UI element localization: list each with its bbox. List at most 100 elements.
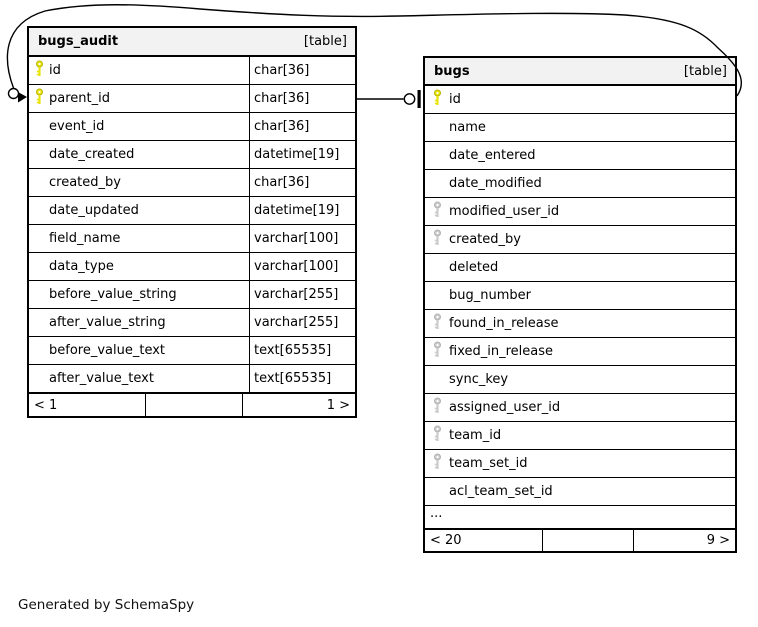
column-name-cell: event_id xyxy=(29,113,249,140)
column-type: varchar[255] xyxy=(249,281,355,308)
key-icon-slot xyxy=(29,88,49,109)
foreign-key-icon xyxy=(433,397,442,418)
table-header[interactable]: bugs [table] xyxy=(425,58,735,86)
column-row: sync_key xyxy=(425,366,735,394)
column-name: team_set_id xyxy=(449,456,528,471)
column-row: modified_user_id xyxy=(425,198,735,226)
entity-bugs[interactable]: bugs [table] id name date_entered date_modi… xyxy=(423,56,737,553)
column-row: field_name varchar[100] xyxy=(29,225,355,253)
column-name: found_in_release xyxy=(449,316,559,331)
column-name-cell: created_by xyxy=(425,226,735,253)
column-name: field_name xyxy=(49,231,121,246)
column-name: data_type xyxy=(49,259,114,274)
column-name: event_id xyxy=(49,119,105,134)
arrowhead-icon xyxy=(18,92,27,103)
column-row: date_updated datetime[19] xyxy=(29,197,355,225)
column-row: found_in_release xyxy=(425,310,735,338)
column-name-cell: modified_user_id xyxy=(425,198,735,225)
column-name-cell: fixed_in_release xyxy=(425,338,735,365)
column-row: date_modified xyxy=(425,170,735,198)
column-name: created_by xyxy=(449,232,521,247)
column-type: char[36] xyxy=(249,169,355,196)
column-row: created_by char[36] xyxy=(29,169,355,197)
primary-key-icon xyxy=(35,60,44,81)
column-name: date_modified xyxy=(449,176,542,191)
footer-children-count: 9 > xyxy=(633,530,735,551)
key-icon-slot xyxy=(29,60,49,81)
column-name: date_updated xyxy=(49,203,139,218)
column-name: bug_number xyxy=(449,288,531,303)
key-icon-slot xyxy=(425,453,449,474)
column-name-cell: date_entered xyxy=(425,142,735,169)
footer-parents-count: < 20 xyxy=(430,533,462,548)
column-name-cell: date_modified xyxy=(425,170,735,197)
footer-spacer xyxy=(542,530,633,551)
column-name: date_created xyxy=(49,147,135,162)
column-name-cell: assigned_user_id xyxy=(425,394,735,421)
column-row: acl_team_set_id xyxy=(425,478,735,506)
primary-key-icon xyxy=(433,89,442,110)
column-name-cell: name xyxy=(425,114,735,141)
primary-key-icon xyxy=(35,88,44,109)
column-name-cell: id xyxy=(29,57,249,84)
table-kind-label: [table] xyxy=(683,63,727,79)
key-icon-slot xyxy=(425,201,449,222)
column-name-cell: before_value_string xyxy=(29,281,249,308)
column-type: text[65535] xyxy=(249,337,355,364)
column-name-cell: id xyxy=(425,86,735,113)
table-kind-label: [table] xyxy=(303,34,347,49)
zero-circle-icon xyxy=(7,87,20,100)
column-type: char[36] xyxy=(249,85,355,112)
column-name: name xyxy=(449,120,486,135)
column-row: created_by xyxy=(425,226,735,254)
column-type: datetime[19] xyxy=(249,141,355,168)
column-name-cell: after_value_text xyxy=(29,365,249,392)
key-icon-slot xyxy=(425,229,449,250)
key-icon-slot xyxy=(425,89,449,110)
column-name-cell: bug_number xyxy=(425,282,735,309)
column-name: fixed_in_release xyxy=(449,344,553,359)
table-name[interactable]: bugs_audit xyxy=(38,34,119,49)
column-row: deleted xyxy=(425,254,735,282)
column-name: modified_user_id xyxy=(449,204,560,219)
foreign-key-icon xyxy=(433,453,442,474)
column-row: team_set_id xyxy=(425,450,735,478)
foreign-key-icon xyxy=(433,313,442,334)
key-icon-slot xyxy=(425,425,449,446)
foreign-key-icon xyxy=(433,425,442,446)
footer-children-count: 1 > xyxy=(242,394,355,416)
zero-circle-icon xyxy=(403,93,416,105)
column-row: date_created datetime[19] xyxy=(29,141,355,169)
column-name: team_id xyxy=(449,428,502,443)
column-name: after_value_string xyxy=(49,315,166,330)
generator-credit: Generated by SchemaSpy xyxy=(18,597,195,613)
table-name[interactable]: bugs xyxy=(434,63,470,79)
column-name: id xyxy=(49,63,61,78)
key-icon-slot xyxy=(425,313,449,334)
column-type: varchar[100] xyxy=(249,225,355,252)
column-type: datetime[19] xyxy=(249,197,355,224)
column-name: created_by xyxy=(49,175,121,190)
column-row: team_id xyxy=(425,422,735,450)
column-type: char[36] xyxy=(249,57,355,84)
column-name-cell: parent_id xyxy=(29,85,249,112)
column-row: fixed_in_release xyxy=(425,338,735,366)
one-bar-icon xyxy=(417,90,421,108)
column-name: date_entered xyxy=(449,148,536,163)
table-header[interactable]: bugs_audit [table] xyxy=(29,28,355,57)
footer-spacer xyxy=(145,394,242,416)
column-name-cell: team_id xyxy=(425,422,735,449)
column-name: after_value_text xyxy=(49,371,154,386)
column-name: assigned_user_id xyxy=(449,400,561,415)
column-name: before_value_text xyxy=(49,343,166,358)
column-name: deleted xyxy=(449,260,499,275)
column-name-cell: deleted xyxy=(425,254,735,281)
foreign-key-icon xyxy=(433,229,442,250)
more-columns-ellipsis: ... xyxy=(425,506,735,529)
